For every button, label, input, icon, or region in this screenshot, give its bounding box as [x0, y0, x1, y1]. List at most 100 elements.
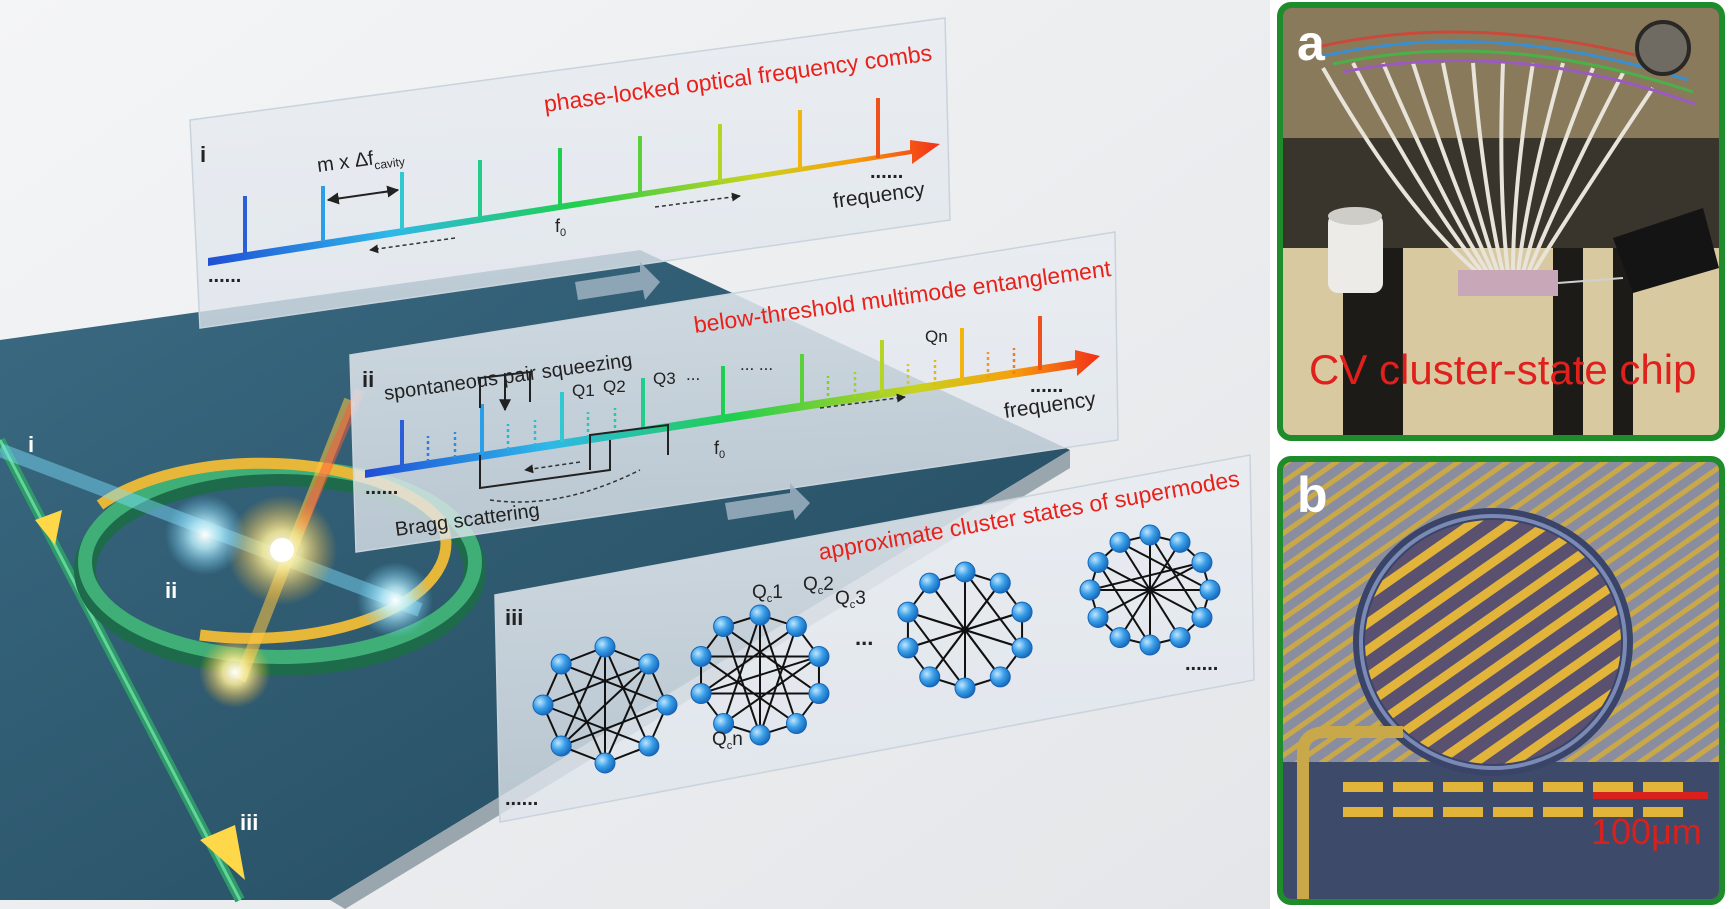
graph-edge — [1089, 561, 1203, 591]
scale-bar-label: 100μm — [1591, 811, 1702, 852]
layer-ii-q2: Q2 — [603, 377, 626, 396]
layer-ii-comb-lines — [400, 316, 1042, 466]
layer-iii-ellipsis-right: ...... — [1185, 653, 1218, 675]
graph-node — [1191, 552, 1213, 573]
graph-node — [532, 694, 554, 716]
microscope-image: b 100μm — [1283, 462, 1719, 899]
graph-edge — [700, 655, 798, 725]
layer-iii-qc1: Qc1 — [752, 582, 783, 605]
graph-node — [594, 636, 616, 658]
layer-ii-qn: Qn — [925, 327, 948, 346]
graph-edge — [560, 663, 650, 747]
layer-iii-qc3: Qc3 — [835, 588, 866, 611]
graph-node — [1169, 531, 1191, 553]
waveguide-label-iii: iii — [240, 810, 258, 835]
graph-edge — [1119, 541, 1181, 639]
graph-edge — [560, 704, 668, 747]
layer-ii-center-frequency: f0 — [714, 438, 725, 461]
graph-node — [919, 572, 941, 594]
graph-edge — [1097, 561, 1151, 646]
graph-edge — [722, 614, 761, 724]
layer-ii-ellipsis-left: ...... — [365, 477, 398, 499]
layer-iii-graph-dots: ... — [855, 625, 873, 650]
pane-arrow-i-ii — [575, 262, 660, 300]
graph-node — [713, 615, 735, 637]
graph-node — [550, 735, 572, 757]
layer-ii-frequency-axis — [365, 350, 1100, 478]
graph-node — [897, 637, 919, 659]
graph-node — [808, 683, 830, 705]
layer-iii-ellipsis-left: ...... — [505, 788, 538, 810]
layer-ii-pane — [349, 231, 1119, 553]
graph-node — [656, 694, 678, 716]
graph-edge — [604, 663, 650, 764]
graph-node — [749, 604, 771, 626]
graph-node — [989, 666, 1011, 688]
waveguide-arrow-lower — [200, 825, 245, 880]
graph-node — [989, 572, 1011, 594]
graph-node — [1169, 627, 1191, 649]
graph-node — [785, 713, 807, 735]
graph-node — [1087, 552, 1109, 573]
ring-label-ii: ii — [165, 578, 177, 603]
chip-photo-panel: a CV cluster-state chip — [1277, 2, 1725, 441]
graph-node — [690, 645, 712, 667]
graph-node — [1109, 627, 1131, 649]
graph-node — [1109, 531, 1131, 553]
graph-node — [638, 653, 660, 675]
graph-node — [690, 683, 712, 705]
graph-node — [1079, 579, 1101, 601]
graph-node — [785, 615, 807, 637]
graph-node — [594, 752, 616, 774]
graph-edge — [1149, 534, 1203, 619]
layer-ii-ellipsis-right: ...... — [1030, 375, 1063, 397]
graph-edge — [700, 625, 798, 695]
layer-iii-qc2: Qc2 — [803, 574, 834, 597]
layer-i-ellipsis-left: ...... — [208, 265, 241, 287]
graph-edge — [542, 704, 650, 747]
layer-ii-roman: ii — [362, 367, 374, 392]
graph-edge — [907, 611, 966, 689]
graph-node — [808, 645, 830, 667]
graph-node — [1191, 607, 1213, 628]
layer-i-ellipsis-right: ...... — [870, 161, 903, 183]
layer-ii-q3: Q3 — [653, 369, 676, 388]
graph-node — [1087, 607, 1109, 628]
layer-iii-pane — [494, 454, 1255, 823]
microscope-panel: b 100μm — [1277, 456, 1725, 905]
panel-a-letter: a — [1297, 15, 1325, 71]
graph-node — [1011, 637, 1033, 659]
layer-i-comb-lines — [243, 98, 880, 254]
graph-edge — [560, 646, 606, 747]
graph-node — [1139, 634, 1161, 656]
graph-node — [713, 713, 735, 735]
graph-node — [897, 601, 919, 623]
pane-arrow-ii-iii — [725, 483, 810, 520]
scale-bar — [1593, 792, 1708, 799]
graph-node — [954, 677, 976, 699]
layer-iii-roman: iii — [505, 605, 523, 630]
layer-i-pane — [189, 17, 951, 329]
graph-edge — [759, 626, 798, 736]
graph-edge — [1119, 541, 1211, 591]
layer-ii-q-dots: ... — [686, 365, 700, 384]
layer-iii-qcn: Qcn — [712, 729, 743, 752]
graph-edge — [542, 663, 650, 706]
graph-edge — [604, 646, 650, 747]
graph-edge — [964, 571, 1023, 649]
waveguide-label-i: i — [28, 432, 34, 457]
graph-node — [1011, 601, 1033, 623]
graph-edge — [560, 663, 668, 706]
graph-node — [550, 653, 572, 675]
layer-i-frequency-axis — [208, 140, 940, 266]
graph-node — [919, 666, 941, 688]
panel-b-letter: b — [1297, 467, 1328, 523]
layer-i-roman: i — [200, 142, 206, 167]
layer-ii-q1: Q1 — [572, 381, 595, 400]
layer-ii-dots-mid: ... ... — [740, 355, 773, 374]
layer-i-center-frequency: f0 — [555, 216, 566, 239]
waveguide-arrow-upper — [35, 510, 62, 545]
graph-node — [1139, 524, 1161, 546]
graph-node — [749, 724, 771, 746]
graph-edge — [722, 655, 820, 725]
